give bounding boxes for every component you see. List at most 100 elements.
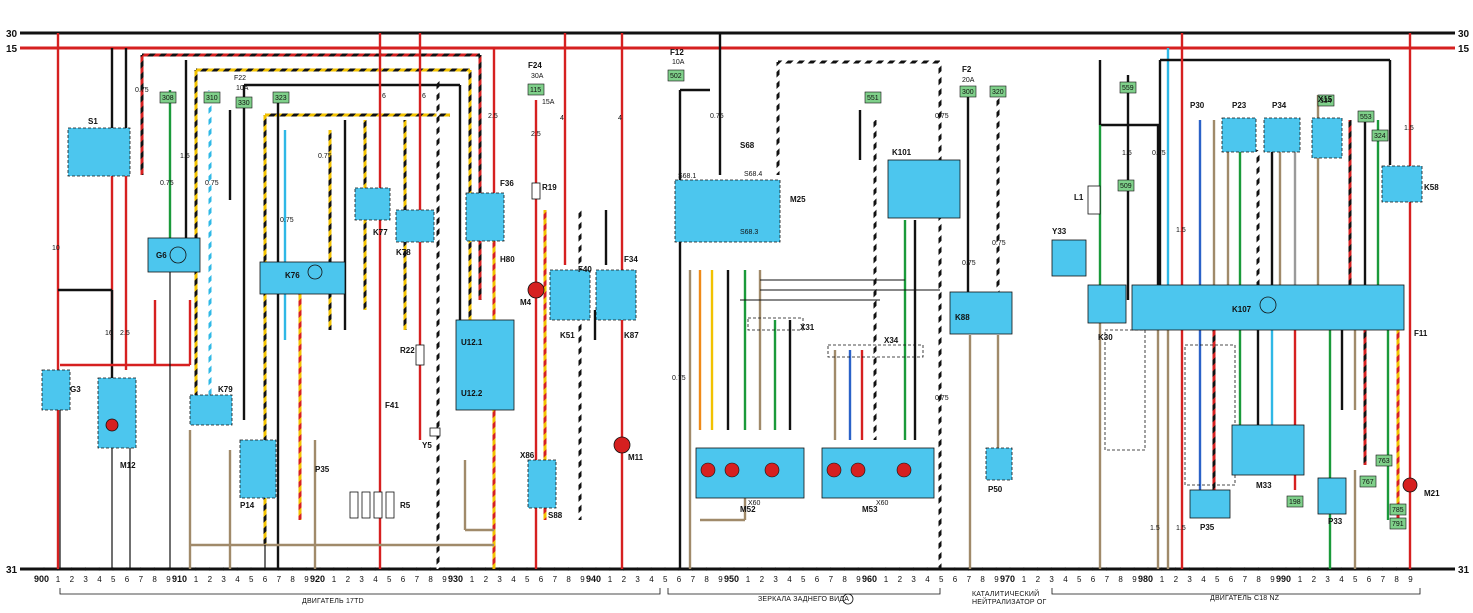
ground-number: 9 xyxy=(304,575,309,584)
ground-point xyxy=(760,567,764,571)
gauge-25a: 2.5 xyxy=(120,330,130,337)
ground-number: 2 xyxy=(484,575,489,584)
ground-number: 8 xyxy=(566,575,571,584)
conn-300: 300 xyxy=(962,89,974,96)
ground-point xyxy=(1008,567,1012,571)
label-p23: P23 xyxy=(1232,101,1247,110)
gauge-10: 10 xyxy=(52,245,60,252)
gauge-075h: 0.75 xyxy=(935,113,949,120)
label-m12: M12 xyxy=(120,461,136,470)
ground-number: 900 xyxy=(34,574,49,584)
ground-number: 9 xyxy=(856,575,861,584)
label-h80: H80 xyxy=(500,255,515,264)
ground-point xyxy=(428,567,432,571)
ground-number: 4 xyxy=(787,575,792,584)
rail-30: 30 30 xyxy=(6,29,1470,40)
label-y33: Y33 xyxy=(1052,227,1067,236)
gauge-15a: 1.5 xyxy=(180,153,190,160)
ground-number: 5 xyxy=(1077,575,1082,584)
ground-number: 5 xyxy=(1215,575,1220,584)
p33-block xyxy=(1317,477,1347,515)
label-m21: M21 xyxy=(1424,489,1440,498)
ground-number: 5 xyxy=(939,575,944,584)
gauge-075j: 0.75 xyxy=(962,260,976,267)
ground-number: 6 xyxy=(1229,575,1234,584)
ground-number: 1 xyxy=(608,575,613,584)
f36-block xyxy=(465,192,505,242)
gauge-075d: 0.75 xyxy=(280,217,294,224)
ground-number: 4 xyxy=(1339,575,1344,584)
ground-number: 6 xyxy=(263,575,268,584)
ground-point xyxy=(1298,567,1302,571)
gauge-075b: 0.75 xyxy=(160,180,174,187)
label-m11: M11 xyxy=(628,453,644,462)
mirror-symbol-icon xyxy=(842,593,854,605)
ground-point xyxy=(511,567,515,571)
ground-point xyxy=(1270,567,1274,571)
ground-point xyxy=(42,567,46,571)
gauge-075i: 0.75 xyxy=(935,395,949,402)
conn-115: 115 xyxy=(530,87,541,94)
conn-509: 509 xyxy=(1120,183,1132,190)
k107-block xyxy=(1131,284,1405,331)
rail-30-label-right: 30 xyxy=(1458,29,1470,40)
ground-point xyxy=(290,567,294,571)
ground-point xyxy=(925,567,929,571)
m33-block xyxy=(1231,424,1305,476)
ground-point xyxy=(1381,567,1385,571)
ground-number: 4 xyxy=(97,575,102,584)
ground-number: 4 xyxy=(1063,575,1068,584)
section-mirrors: ЗЕРКАЛА ЗАДНЕГО ВИДА xyxy=(758,596,849,603)
ground-point xyxy=(1077,567,1081,571)
conn-323: 323 xyxy=(275,95,287,102)
ground-number: 3 xyxy=(1325,575,1330,584)
label-k101: K101 xyxy=(892,148,912,157)
p34-block xyxy=(1263,117,1301,153)
conn-308: 308 xyxy=(162,95,174,102)
gauge-25c: 2.5 xyxy=(531,131,541,138)
rail-15-label-left: 15 xyxy=(6,44,18,55)
gauge-4b: 4 xyxy=(618,115,622,122)
p14-block xyxy=(239,439,277,499)
conn-791: 791 xyxy=(1392,521,1404,528)
label-k107: K107 xyxy=(1232,305,1252,314)
ground-point xyxy=(718,567,722,571)
ground-point xyxy=(1146,567,1150,571)
p23-block xyxy=(1221,117,1257,153)
ground-number: 7 xyxy=(139,575,144,584)
ground-number: 6 xyxy=(1367,575,1372,584)
ground-number: 7 xyxy=(691,575,696,584)
dashed-harness xyxy=(747,317,1236,486)
ground-point xyxy=(1022,567,1026,571)
ground-point xyxy=(773,567,778,571)
ground-number: 4 xyxy=(649,575,654,584)
ground-point xyxy=(1394,567,1398,571)
label-p35b: P35 xyxy=(1200,523,1215,532)
motor-icons xyxy=(700,462,912,478)
label-x86: X86 xyxy=(520,451,535,460)
ground-point xyxy=(484,567,488,571)
ground-number: 9 xyxy=(1270,575,1275,584)
ground-number: 4 xyxy=(1201,575,1206,584)
ground-point xyxy=(1091,567,1095,571)
ground-number: 970 xyxy=(1000,574,1015,584)
ground-number: 950 xyxy=(724,574,739,584)
y5-block xyxy=(429,427,441,437)
label-x34: X34 xyxy=(884,336,899,345)
ground-point xyxy=(553,567,557,571)
label-s1: S1 xyxy=(88,117,98,126)
ground-number: 1 xyxy=(194,575,199,584)
label-u12-2: U12.2 xyxy=(461,389,483,398)
ground-point xyxy=(1160,567,1164,571)
conn-763: 763 xyxy=(1378,458,1390,465)
label-s68-1: S68.1 xyxy=(678,173,696,180)
ground-number: 8 xyxy=(290,575,295,584)
m11-block xyxy=(613,436,631,454)
ground-point xyxy=(594,567,598,571)
rail-15: 15 15 xyxy=(6,44,1470,55)
label-m52: M52 xyxy=(740,505,756,514)
label-p50: P50 xyxy=(988,485,1003,494)
m4-block xyxy=(527,281,545,299)
ground-number: 5 xyxy=(663,575,668,584)
gauge-075k: 0.75 xyxy=(992,240,1006,247)
